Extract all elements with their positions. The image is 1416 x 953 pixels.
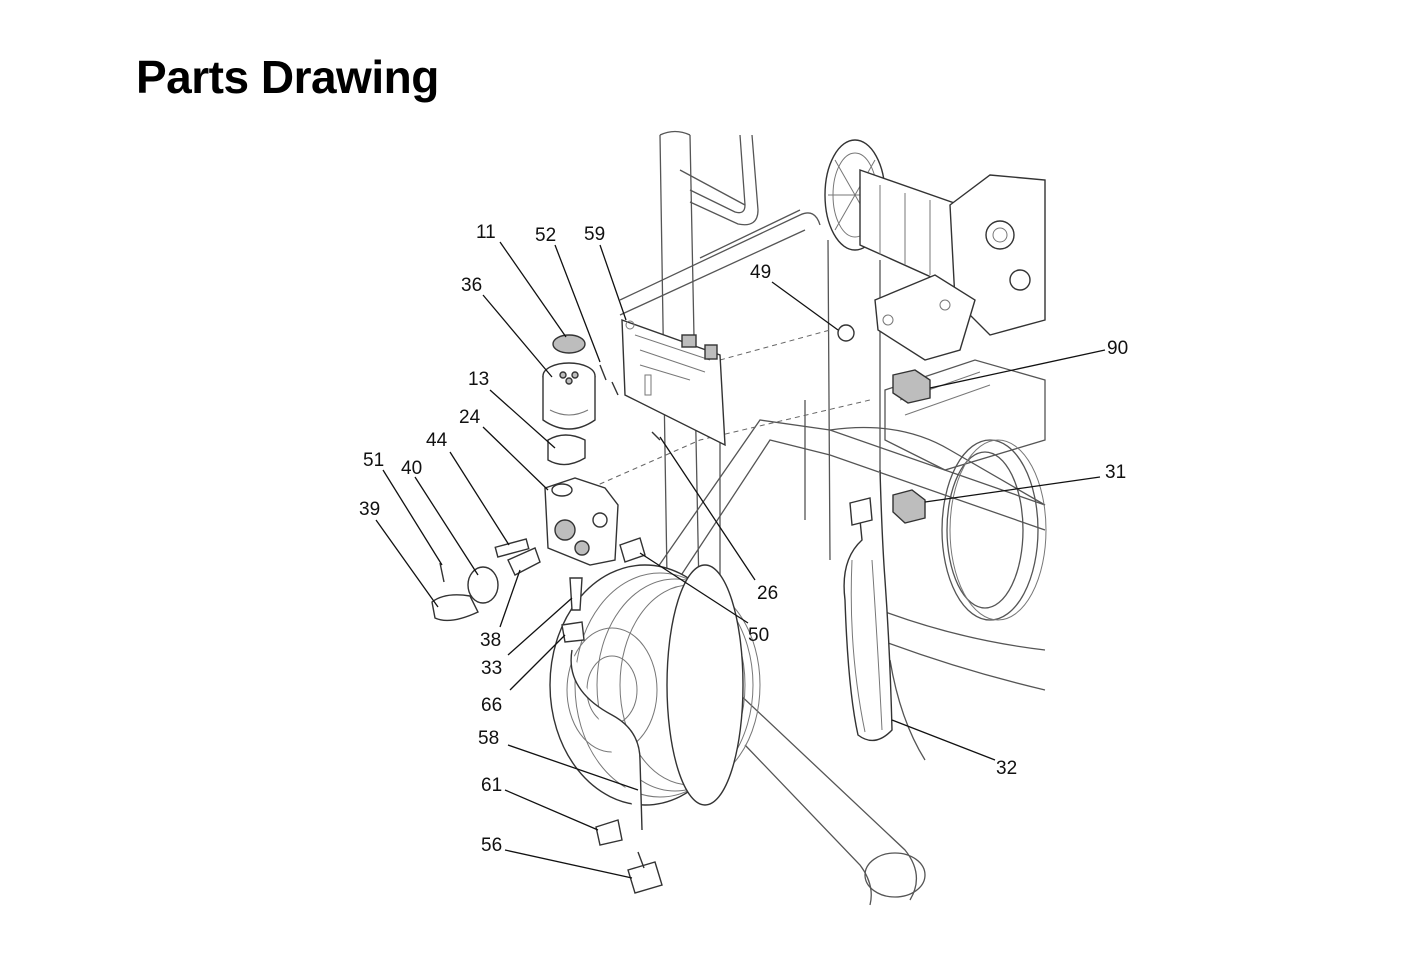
switch-31 [892, 489, 926, 524]
bolt-44 [494, 538, 530, 558]
filter-element [542, 362, 596, 430]
callout-36: 36 [461, 275, 482, 296]
filter-cap [552, 334, 586, 354]
callout-66: 66 [481, 695, 502, 716]
screw-26 [651, 431, 661, 441]
callout-90: 90 [1107, 338, 1128, 359]
power-cord [843, 469, 893, 742]
callout-labels: 11 52 59 36 49 90 13 24 44 51 40 39 31 2… [359, 222, 1128, 856]
control-board [621, 318, 726, 447]
callout-59: 59 [584, 224, 605, 245]
pin-51 [439, 562, 445, 583]
callout-61: 61 [481, 775, 502, 796]
callout-52: 52 [535, 225, 556, 246]
callout-11: 11 [476, 222, 496, 243]
callout-33: 33 [481, 658, 502, 679]
pump-housing [544, 477, 619, 566]
clamp-66 [561, 621, 585, 643]
hose-clip-61 [595, 819, 623, 846]
callout-44: 44 [426, 430, 448, 451]
leader-lines [375, 241, 1106, 879]
suction-hose [570, 649, 643, 831]
callout-51: 51 [363, 450, 384, 471]
callout-26: 26 [757, 583, 778, 604]
callout-39: 39 [359, 499, 380, 520]
nut-49 [837, 324, 855, 342]
callout-38: 38 [480, 630, 501, 651]
callout-13: 13 [468, 369, 489, 390]
block-90 [892, 369, 931, 404]
knob-40 [467, 566, 499, 604]
page-title: Parts Drawing [136, 51, 439, 103]
motor-assembly [824, 139, 1046, 361]
screw-52 [599, 364, 619, 396]
callout-24: 24 [459, 407, 481, 428]
filter-clip [547, 434, 586, 466]
handle-39 [431, 594, 479, 622]
front-wheel [549, 564, 761, 806]
callout-32: 32 [996, 758, 1017, 779]
callout-58: 58 [478, 728, 499, 749]
callout-50: 50 [748, 625, 769, 646]
callout-49: 49 [750, 262, 771, 283]
callout-56: 56 [481, 835, 502, 856]
fitting-50 [619, 537, 646, 563]
cart-frame [574, 130, 1047, 906]
callout-31: 31 [1105, 462, 1126, 483]
callout-40: 40 [401, 458, 422, 479]
barb-fitting-33 [569, 577, 583, 611]
fitting-38 [507, 547, 541, 576]
inlet-strainer [627, 851, 663, 894]
